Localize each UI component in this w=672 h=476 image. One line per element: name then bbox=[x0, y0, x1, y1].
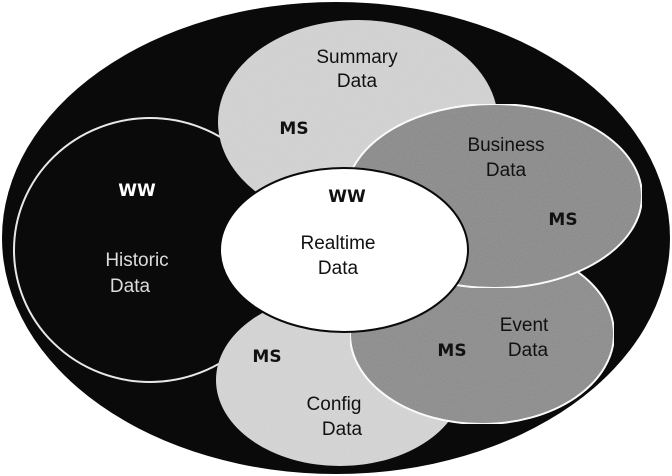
event-label-line1: Event bbox=[500, 315, 549, 336]
config-label-line2: Data bbox=[322, 419, 363, 440]
config-tag: MS bbox=[252, 347, 281, 367]
realtime-tag: WW bbox=[328, 187, 366, 207]
config-label-line1: Config bbox=[307, 394, 362, 415]
business-label-line1: Business bbox=[467, 135, 544, 156]
realtime-data-ellipse bbox=[219, 167, 469, 333]
realtime-label-line1: Realtime bbox=[301, 233, 376, 254]
summary-label-line1: Summary bbox=[316, 47, 398, 68]
historic-label-line2: Data bbox=[110, 276, 151, 297]
business-tag: MS bbox=[548, 210, 577, 230]
event-label-line2: Data bbox=[508, 340, 549, 361]
business-label-line2: Data bbox=[486, 160, 527, 181]
historic-label-line1: Historic bbox=[105, 250, 168, 271]
event-tag: MS bbox=[437, 341, 466, 361]
historic-tag: WW bbox=[118, 181, 156, 201]
realtime-label-line2: Data bbox=[318, 258, 359, 279]
summary-label-line2: Data bbox=[337, 71, 378, 92]
summary-tag: MS bbox=[279, 119, 308, 139]
